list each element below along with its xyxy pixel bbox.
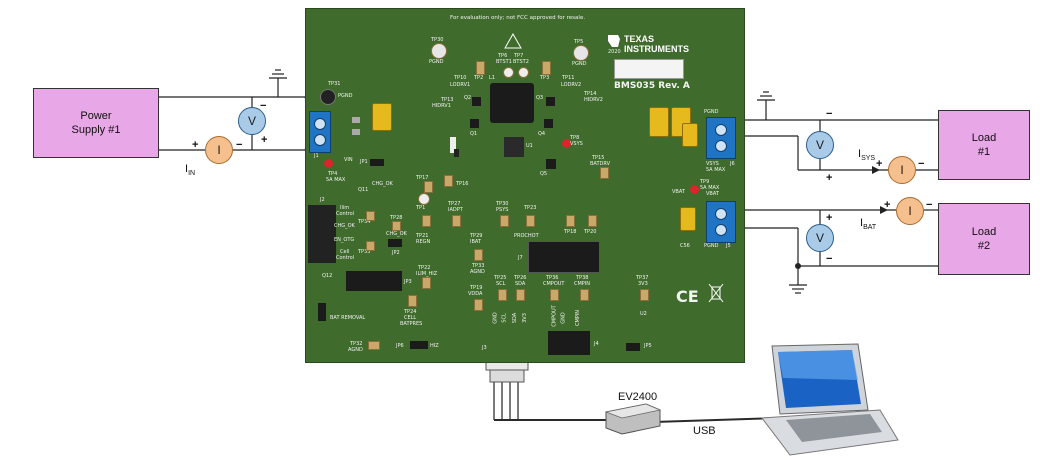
bat-ammeter: I [896, 197, 924, 225]
input-ammeter: I [205, 136, 233, 164]
jp3-header [346, 271, 402, 291]
power-supply-box: Power Supply #1 [33, 88, 159, 158]
j2-connector [308, 205, 336, 263]
j5-terminal [706, 201, 736, 243]
input-voltmeter: V [238, 107, 266, 135]
i-bat-label: IBAT [860, 217, 877, 232]
ev2400-label: EV2400 [618, 391, 658, 403]
load1-box: Load #1 [938, 110, 1030, 180]
disclaimer: For evaluation only; not FCC approved fo… [450, 15, 586, 21]
i-in-label: IIN [185, 163, 196, 178]
j1-terminal [309, 111, 331, 153]
weee-icon [708, 283, 724, 303]
power-supply-label: Power Supply #1 [71, 110, 121, 136]
brand-bottom: INSTRUMENTS [624, 44, 689, 54]
sys-voltmeter: V [806, 131, 834, 159]
load1-label: Load #1 [971, 132, 997, 158]
usb-label: USB [693, 425, 716, 437]
load2-label: Load #2 [971, 226, 997, 252]
laptop-icon [761, 343, 899, 456]
charger-ic [504, 137, 524, 157]
inductor [490, 83, 534, 123]
board-model: BMS035 Rev. A [614, 81, 690, 91]
j6-terminal [706, 117, 736, 159]
j4-connector [548, 331, 590, 355]
evm-board: For evaluation only; not FCC approved fo… [305, 8, 745, 363]
ti-logo-icon [608, 35, 620, 47]
warning-icon [504, 33, 522, 49]
label-sticker [614, 59, 684, 79]
bat-voltmeter: V [806, 224, 834, 252]
brand-top: TEXAS [624, 34, 655, 44]
i-sys-label: ISYS [858, 148, 876, 163]
load2-box: Load #2 [938, 203, 1030, 275]
ce-mark: CE [676, 287, 699, 306]
sys-ammeter: I [888, 156, 916, 184]
j7-header [528, 241, 600, 273]
input-capacitor [372, 103, 392, 131]
